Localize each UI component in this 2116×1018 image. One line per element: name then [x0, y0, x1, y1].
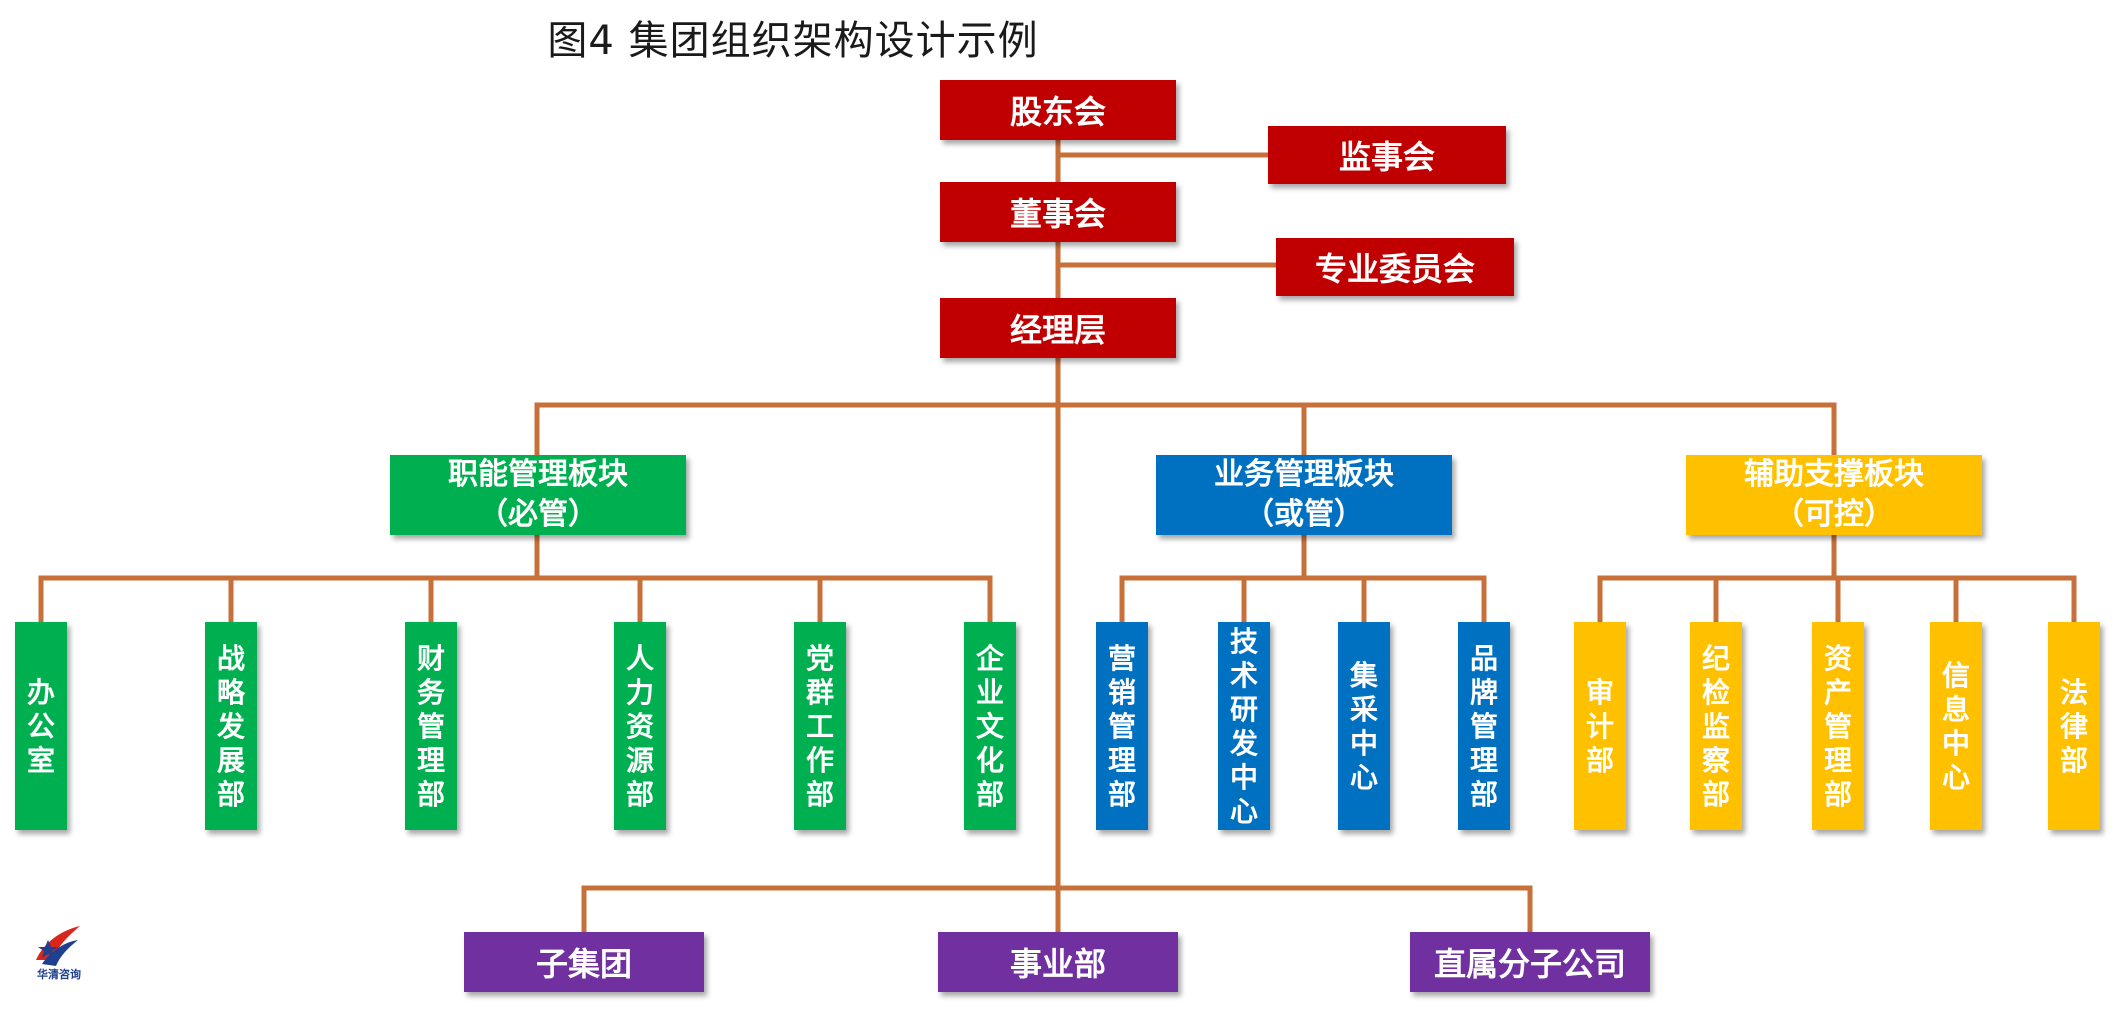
dept-box: 法律部	[2048, 622, 2100, 830]
board-box: 董事会	[940, 182, 1176, 242]
shareholders-box: 股东会	[940, 80, 1176, 140]
dept-label: 战略发展部	[216, 642, 245, 811]
dept-label: 党群工作部	[805, 642, 834, 811]
dept-label: 纪检监察部	[1701, 642, 1730, 811]
company-logo-icon	[28, 920, 88, 982]
dept-box: 资产管理部	[1812, 622, 1864, 830]
dept-box: 财务管理部	[405, 622, 457, 830]
page-title: 图4 集团组织架构设计示例	[547, 18, 1039, 64]
section-label: 业务管理板块	[1214, 457, 1394, 492]
dept-label: 营销管理部	[1107, 642, 1136, 811]
dept-label: 法律部	[2059, 676, 2088, 777]
dept-label: 财务管理部	[416, 642, 445, 811]
dept-label: 办公室	[26, 676, 55, 777]
dept-box: 企业文化部	[964, 622, 1016, 830]
management-box: 经理层	[940, 298, 1176, 358]
dept-box: 品牌管理部	[1458, 622, 1510, 830]
dept-box: 办公室	[15, 622, 67, 830]
committees-box: 专业委员会	[1276, 238, 1514, 296]
dept-box: 战略发展部	[205, 622, 257, 830]
dept-box: 集采中心	[1338, 622, 1390, 830]
dept-label: 审计部	[1585, 676, 1614, 777]
unit-subgroup: 子集团	[464, 932, 704, 992]
section-sub: （必管）	[478, 497, 598, 532]
dept-box: 党群工作部	[794, 622, 846, 830]
section-support: 辅助支撑板块 （可控）	[1686, 455, 1982, 535]
section-label: 辅助支撑板块	[1744, 457, 1924, 492]
dept-label: 集采中心	[1349, 659, 1378, 794]
dept-box: 信息中心	[1930, 622, 1982, 830]
dept-label: 资产管理部	[1823, 642, 1852, 811]
dept-label: 信息中心	[1941, 659, 1970, 794]
dept-label: 品牌管理部	[1469, 642, 1498, 811]
logo-text: 华清咨询	[37, 968, 81, 981]
dept-label: 人力资源部	[625, 642, 654, 811]
dept-box: 技术研发中心	[1218, 622, 1270, 830]
unit-division: 事业部	[938, 932, 1178, 992]
supervisors-box: 监事会	[1268, 126, 1506, 184]
dept-box: 人力资源部	[614, 622, 666, 830]
section-sub: （可控）	[1774, 497, 1894, 532]
dept-label: 企业文化部	[975, 642, 1004, 811]
section-sub: （或管）	[1244, 497, 1364, 532]
unit-subsidiaries: 直属分子公司	[1410, 932, 1650, 992]
dept-box: 营销管理部	[1096, 622, 1148, 830]
dept-box: 审计部	[1574, 622, 1626, 830]
dept-label: 技术研发中心	[1229, 625, 1258, 828]
dept-box: 纪检监察部	[1690, 622, 1742, 830]
section-functional: 职能管理板块 （必管）	[390, 455, 686, 535]
section-label: 职能管理板块	[448, 457, 628, 492]
section-business: 业务管理板块 （或管）	[1156, 455, 1452, 535]
